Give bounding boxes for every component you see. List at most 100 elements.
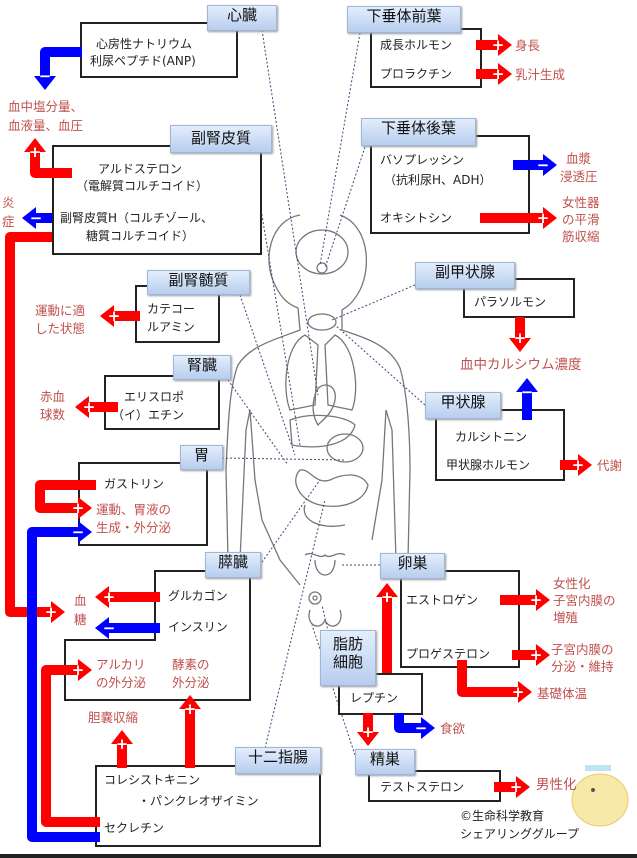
minus-icon: −	[521, 383, 534, 401]
glucagon: グルカゴン	[168, 589, 228, 603]
ovary-box	[400, 570, 520, 668]
arrowhead	[543, 207, 557, 229]
plus-icon: +	[530, 591, 543, 609]
arrowhead	[516, 378, 538, 392]
plus-icon: +	[537, 209, 550, 227]
gallbladder-contraction: 胆嚢収縮	[88, 710, 139, 725]
medulla-effect-2: した状態	[35, 321, 86, 336]
arrowhead	[179, 695, 201, 709]
cortisol-note: 糖質コルチコイド）	[86, 229, 195, 243]
oxytocin-arrow: +	[480, 207, 557, 229]
plus-icon: +	[530, 646, 543, 664]
arrowhead	[498, 34, 512, 56]
posterior-pituitary-label: 下垂体後葉	[361, 118, 476, 146]
arrowhead	[78, 659, 92, 681]
estrogen-arrow: +	[500, 589, 550, 611]
liver	[289, 414, 356, 448]
arrowhead	[421, 717, 435, 739]
anp-line1: 心房性ナトリウム	[96, 37, 193, 51]
arrowhead	[75, 396, 89, 418]
plus-icon: +	[103, 588, 116, 606]
posterior-pituitary-box	[370, 135, 530, 234]
blood-salt-line1: 血中塩分量、	[8, 99, 84, 114]
progesterone-effect-1: 子宮内膜の	[551, 642, 614, 657]
arrowhead	[34, 76, 56, 90]
plus-icon: +	[116, 735, 129, 753]
adipocyte-label: 脂肪細胞	[320, 630, 376, 686]
testis-label: 精巣	[355, 749, 415, 775]
blood-sugar-1: 血	[74, 593, 87, 608]
arrowhead	[51, 601, 65, 623]
oxy-effect-3: 筋収縮	[562, 229, 600, 244]
parathormone: パラソルモン	[474, 295, 547, 309]
thyroid-hormone-arrow: +	[560, 454, 592, 476]
basal-body-temp: 基礎体温	[537, 686, 588, 701]
bottom-bar	[0, 854, 637, 858]
inflammation-2: 症	[2, 214, 15, 229]
progesterone-temp-arrow: +	[457, 660, 532, 703]
stomach-effect-1: 運動、胃液の	[96, 502, 172, 517]
epo-arrow: +	[75, 396, 118, 418]
plus-icon: +	[514, 329, 527, 347]
adipocyte-label-2: 細胞	[332, 653, 363, 671]
insulin-arrow: −	[95, 617, 160, 639]
oxy-effect-2: の平滑	[562, 212, 600, 227]
gh-arrow: +	[476, 34, 512, 56]
milk-effect: 乳汁生成	[515, 67, 566, 82]
minus-icon: −	[415, 719, 428, 737]
leptin-testis-arrow: +	[357, 713, 379, 746]
arrowhead	[78, 497, 92, 519]
anp-line2: 利尿ペプチド(ANP)	[90, 54, 196, 68]
estrogen-effect-1: 女性化	[553, 576, 591, 591]
gastrin: ガストリン	[104, 477, 165, 491]
thyroid-organ	[307, 313, 337, 331]
plus-icon: +	[492, 36, 505, 54]
adrenal-cortex-box	[52, 145, 262, 255]
plus-icon: +	[572, 456, 585, 474]
arrowhead	[536, 644, 550, 666]
catecholamine-arrow: +	[100, 305, 140, 327]
height-effect: 身長	[515, 38, 541, 53]
appetite: 食欲	[440, 721, 466, 736]
cck-gallbladder-arrow: +	[111, 730, 133, 768]
arrowhead	[518, 681, 532, 703]
estrogen-effect-2: 子宮内膜の	[553, 593, 616, 608]
insulin: インスリン	[168, 620, 228, 634]
plus-icon: +	[83, 398, 96, 416]
secretin-stomach-arrow: −	[27, 521, 100, 842]
kidney-label: 腎臓	[173, 355, 231, 380]
duodenum-label: 十二指腸	[235, 747, 321, 774]
stomach-organ	[326, 433, 364, 463]
arrowhead	[100, 305, 114, 327]
minus-icon: −	[103, 619, 116, 637]
prolactin: プロラクチン	[380, 67, 453, 81]
aldosterone-arrow: +	[24, 138, 72, 178]
progesterone: プロゲステロン	[406, 647, 491, 661]
plus-icon: +	[492, 65, 505, 83]
oxytocin: オキシトシン	[380, 211, 453, 225]
leptin-ovary-arrow: +	[376, 583, 398, 673]
lungs	[285, 334, 357, 411]
catecholamine-2: ルアミン	[147, 320, 195, 334]
cck-enzyme-arrow: +	[179, 695, 201, 768]
ovary-label: 卵巣	[380, 553, 445, 579]
arrowhead	[578, 454, 592, 476]
inflammation-1: 炎	[2, 195, 15, 210]
blood-calcium: 血中カルシウム濃度	[460, 357, 582, 373]
stomach-effect-2: 生成・外分泌	[96, 520, 172, 535]
oxy-effect-1: 女性器	[562, 195, 600, 210]
alkali-2: の外分泌	[96, 675, 147, 690]
plus-icon: +	[45, 603, 58, 621]
aldosterone-note: （電解質コルチコイド）	[76, 179, 209, 193]
arrowhead	[536, 589, 550, 611]
cck-1: コレシストキニン	[104, 773, 201, 787]
estrogen-effect-3: 増殖	[553, 610, 579, 625]
plasma-osmolality-1: 血漿	[566, 151, 592, 166]
ovary-organ	[308, 591, 322, 605]
plus-icon: +	[108, 307, 121, 325]
blood-salt-line2: 血液量、血圧	[8, 118, 84, 133]
duodenum-box	[95, 765, 321, 847]
medulla-effect-1: 運動に適	[35, 303, 86, 318]
